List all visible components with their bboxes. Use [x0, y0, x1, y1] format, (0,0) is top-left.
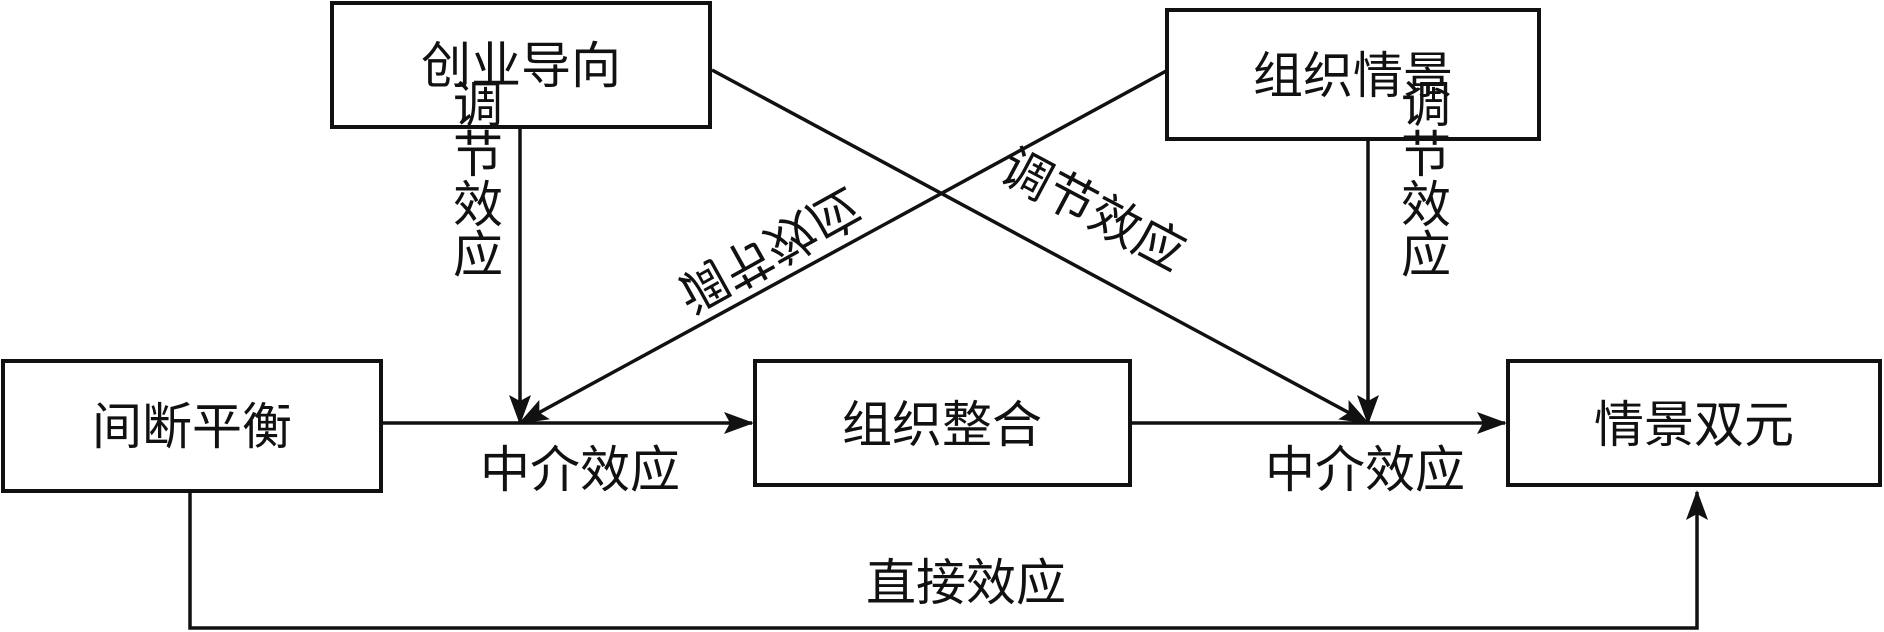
node-label: 组织情景 [1253, 47, 1453, 105]
node-label: 间断平衡 [92, 398, 292, 456]
label-mediating-left: 中介效应 [480, 441, 680, 499]
arrow-context-diagonal [518, 68, 1169, 425]
label-moderating-right: 调节效应 [1393, 78, 1451, 278]
node-organizational-integration: 组织整合 [753, 359, 1132, 487]
node-label: 情景双元 [1594, 396, 1794, 454]
node-label: 组织整合 [842, 396, 1042, 454]
label-moderating-left: 调节效应 [445, 78, 503, 278]
node-label: 创业导向 [421, 37, 621, 95]
label-moderating-diagonal-right: 调节效应 [991, 137, 1195, 282]
node-entrepreneurial-orientation: 创业导向 [330, 1, 712, 129]
label-direct-effect: 直接效应 [866, 554, 1066, 612]
label-mediating-right: 中介效应 [1265, 441, 1465, 499]
node-contextual-ambidexterity: 情景双元 [1506, 359, 1882, 487]
node-organizational-context: 组织情景 [1165, 8, 1541, 141]
node-punctuated-equilibrium: 间断平衡 [1, 359, 383, 493]
arrow-direct-effect [188, 490, 1708, 630]
arrow-orientation-diagonal [711, 68, 1370, 425]
